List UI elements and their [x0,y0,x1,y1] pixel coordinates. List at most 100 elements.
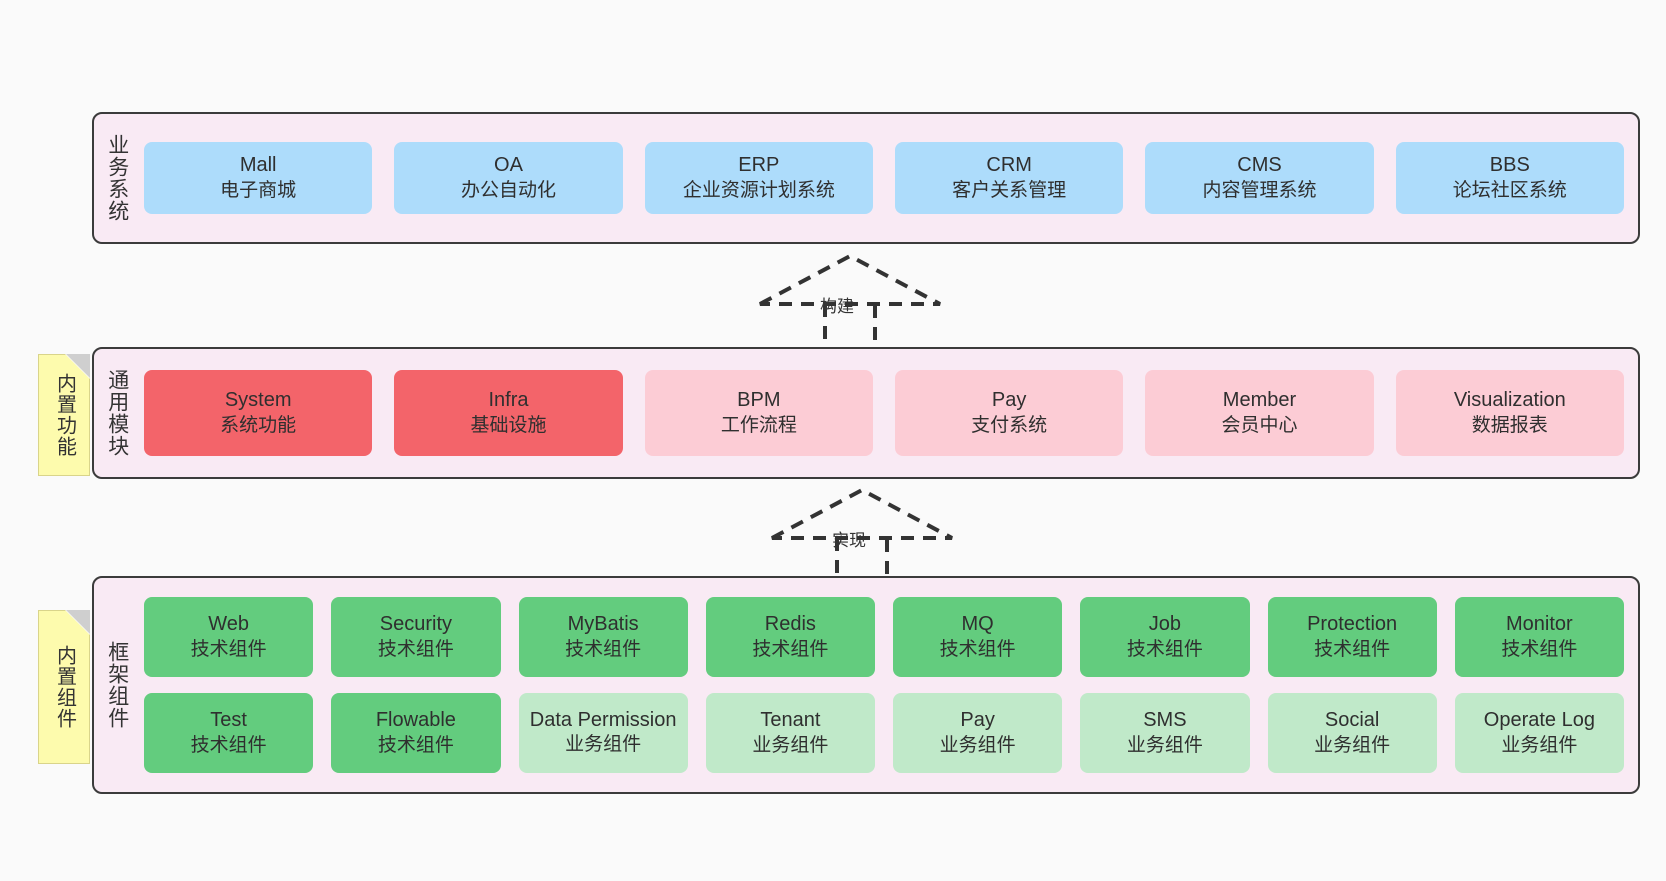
layer-body-module: System 系统功能 Infra 基础设施 BPM 工作流程 Pay 支付系统… [140,349,1638,477]
card-bbs[interactable]: BBS 论坛社区系统 [1395,142,1624,214]
card-title: ERP [738,154,780,177]
card-title: Operate Log [1483,709,1595,732]
card-subtitle: 技术组件 [939,638,1016,660]
layer-body-business: Mall 电子商城 OA 办公自动化 ERP 企业资源计划系统 CRM 客户关系… [140,114,1638,242]
card-test[interactable]: Test 技术组件 [144,693,314,773]
card-subtitle: 技术组件 [190,638,267,660]
card-title: Tenant [760,709,821,732]
card-title: Social [1324,709,1380,732]
card-operate-log[interactable]: Operate Log 业务组件 [1454,693,1624,773]
card-subtitle: 技术组件 [190,734,267,756]
card-subtitle: 技术组件 [752,638,829,660]
card-mq[interactable]: MQ 技术组件 [893,597,1063,677]
card-title: Monitor [1506,613,1573,636]
card-subtitle: 会员中心 [1221,414,1298,436]
card-pay-module[interactable]: Pay 支付系统 [894,370,1124,456]
card-protection[interactable]: Protection 技术组件 [1267,597,1437,677]
card-subtitle: 技术组件 [565,638,642,660]
card-subtitle: 技术组件 [1501,638,1578,660]
card-subtitle: 业务组件 [565,733,642,755]
layer-business-system: 业务系统 Mall 电子商城 OA 办公自动化 ERP 企业资源计划系统 CRM… [92,112,1640,244]
card-subtitle: 技术组件 [377,734,454,756]
card-title: BBS [1489,154,1530,177]
card-title: Redis [764,613,816,636]
card-title: Test [210,709,247,732]
card-subtitle: 客户关系管理 [952,179,1067,201]
card-title: Member [1222,389,1297,412]
layer-title-module: 通用模块 [105,369,129,457]
card-cms[interactable]: CMS 内容管理系统 [1145,142,1374,214]
card-subtitle: 企业资源计划系统 [682,179,835,201]
card-title: Visualization [1453,389,1566,412]
card-redis[interactable]: Redis 技术组件 [705,597,875,677]
card-data-permission[interactable]: Data Permission 业务组件 [518,693,688,773]
card-subtitle: 电子商城 [220,179,297,201]
card-flowable[interactable]: Flowable 技术组件 [331,693,501,773]
layer-title-business: 业务系统 [105,134,129,222]
card-subtitle: 数据报表 [1471,414,1548,436]
card-subtitle: 论坛社区系统 [1452,179,1567,201]
card-title: Job [1148,613,1181,636]
layer-title-framework: 框架组件 [105,641,129,729]
layer-body-framework: Web 技术组件 Security 技术组件 MyBatis 技术组件 Redi… [140,578,1638,792]
card-subtitle: 系统功能 [220,414,297,436]
card-row: Test 技术组件 Flowable 技术组件 Data Permission … [144,693,1624,773]
card-system[interactable]: System 系统功能 [144,370,373,456]
connector-build-label: 构建 [820,297,854,316]
card-web[interactable]: Web 技术组件 [144,597,314,677]
note-fold-icon [66,354,90,378]
card-social[interactable]: Social 业务组件 [1267,693,1437,773]
card-mybatis[interactable]: MyBatis 技术组件 [518,597,688,677]
card-subtitle: 工作流程 [720,414,797,436]
card-title: Flowable [375,709,456,732]
card-subtitle: 支付系统 [971,414,1048,436]
card-subtitle: 基础设施 [470,414,547,436]
card-subtitle: 办公自动化 [460,179,556,201]
card-row: System 系统功能 Infra 基础设施 BPM 工作流程 Pay 支付系统… [144,370,1624,456]
card-security[interactable]: Security 技术组件 [331,597,501,677]
card-crm[interactable]: CRM 客户关系管理 [894,142,1124,214]
card-title: Infra [488,389,529,412]
card-infra[interactable]: Infra 基础设施 [394,370,623,456]
connector-build-arrow [759,253,941,354]
note-builtin-function: 内置功能 [38,354,90,476]
card-visualization[interactable]: Visualization 数据报表 [1395,370,1624,456]
card-tenant[interactable]: Tenant 业务组件 [705,693,875,773]
card-title: Mall [239,154,277,177]
card-title: MQ [961,613,994,636]
note-builtin-component: 内置组件 [38,610,90,764]
card-bpm[interactable]: BPM 工作流程 [644,370,873,456]
card-title: Pay [960,709,995,732]
card-title: BPM [737,389,781,412]
card-monitor[interactable]: Monitor 技术组件 [1454,597,1624,677]
layer-framework-component: 框架组件 Web 技术组件 Security 技术组件 MyBatis 技术组件… [92,576,1640,794]
card-title: OA [494,154,523,177]
card-title: SMS [1143,709,1187,732]
note-fold-icon [66,610,90,634]
note-label: 内置功能 [53,373,76,457]
card-subtitle: 业务组件 [752,734,829,756]
card-subtitle: 技术组件 [377,638,454,660]
card-sms[interactable]: SMS 业务组件 [1080,693,1250,773]
card-oa[interactable]: OA 办公自动化 [394,142,623,214]
note-label: 内置组件 [53,645,76,729]
card-title: MyBatis [567,613,639,636]
card-title: System [224,389,292,412]
card-title: CRM [986,154,1032,177]
card-title: Protection [1307,613,1398,636]
card-subtitle: 技术组件 [1126,638,1203,660]
card-title: Data Permission [529,709,677,732]
card-title: Web [208,613,249,636]
card-subtitle: 业务组件 [1126,734,1203,756]
card-job[interactable]: Job 技术组件 [1080,597,1250,677]
card-subtitle: 业务组件 [1314,734,1391,756]
card-erp[interactable]: ERP 企业资源计划系统 [644,142,873,214]
layer-common-module: 通用模块 System 系统功能 Infra 基础设施 BPM 工作流程 Pay… [92,347,1640,479]
card-member[interactable]: Member 会员中心 [1145,370,1374,456]
card-subtitle: 业务组件 [1501,734,1578,756]
card-mall[interactable]: Mall 电子商城 [144,142,373,214]
card-pay-component[interactable]: Pay 业务组件 [893,693,1063,773]
card-title: Security [379,613,452,636]
card-subtitle: 技术组件 [1314,638,1391,660]
